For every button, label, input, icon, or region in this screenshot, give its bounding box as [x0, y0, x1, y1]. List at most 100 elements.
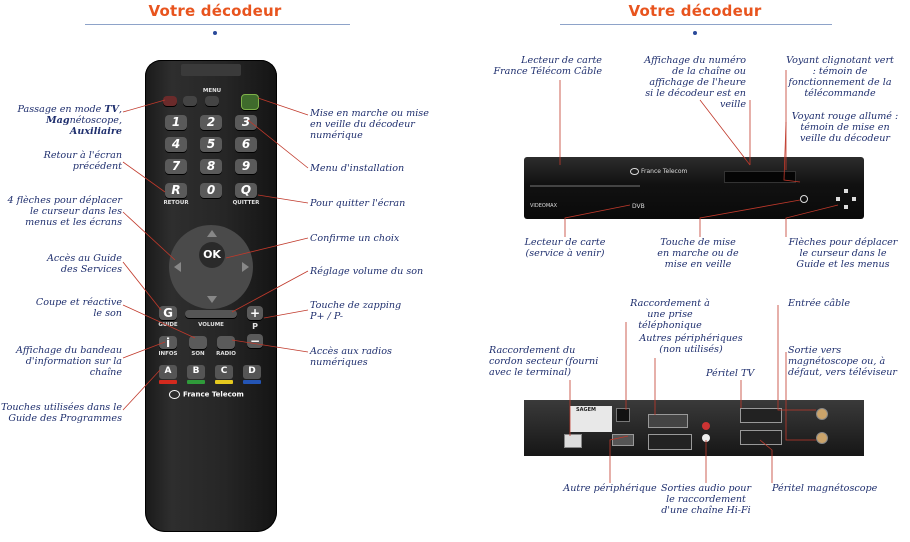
- coax-output: [816, 432, 828, 444]
- label-quitter-ecran: Pour quitter l'écran: [310, 198, 406, 209]
- p-plus-button: +: [247, 306, 263, 320]
- front-display: [724, 171, 796, 183]
- label-prise-telephonique: Raccordement à une prise téléphonique: [630, 298, 710, 331]
- color-bar-green: [187, 380, 205, 384]
- label-touche-veille: Touche de mise en marche ou de mise en v…: [657, 237, 739, 270]
- audio-out-jacks: [702, 422, 714, 446]
- label-passage-comma: ,: [118, 104, 122, 115]
- remote-brand: France Telecom: [169, 390, 244, 399]
- key-1: 1: [165, 115, 187, 130]
- coax-input: [816, 408, 828, 420]
- color-bar-yellow: [215, 380, 233, 384]
- remote-brand-text: France Telecom: [183, 390, 244, 399]
- label-voyant-vert: Voyant clignotant vert : témoin de fonct…: [786, 55, 894, 99]
- volume-key-label: VOLUME: [198, 322, 224, 328]
- label-passage-part1: Passage en mode: [17, 104, 105, 115]
- key-6: 6: [235, 137, 257, 152]
- radio-button: [217, 336, 235, 349]
- power-socket: [564, 434, 582, 448]
- label-zapping: Touche de zapping P+ / P-: [310, 300, 402, 322]
- label-confirme-choix: Confirme un choix: [310, 233, 400, 244]
- label-passage-tv: TV: [104, 104, 119, 115]
- label-sorties-audio: Sorties audio pour le raccordement d'une…: [660, 483, 752, 516]
- key-q: Q: [235, 183, 257, 198]
- nav-arrows-icon: [836, 189, 856, 209]
- mode-aux-button: [205, 96, 219, 106]
- front-brand: France Telecom: [630, 168, 687, 175]
- label-lecteur-carte-service: Lecteur de carte (service à venir): [524, 237, 606, 259]
- serial-connector: [612, 434, 634, 446]
- infos-key-label: INFOS: [158, 351, 178, 357]
- page-title-right: Votre décodeur: [628, 2, 762, 20]
- p-key-label: P: [252, 322, 258, 331]
- label-lecteur-carte-ft: Lecteur de carte France Télécom Câble: [493, 55, 602, 77]
- color-bar-blue: [243, 380, 261, 384]
- info-button: i: [159, 336, 177, 350]
- arrow-down-icon: [207, 296, 217, 303]
- remote-control: MENU 1 2 3 4 5 6 7 8 9 R 0 Q RETOUR QUIT…: [145, 60, 277, 532]
- arrow-right-icon: [242, 262, 249, 272]
- title-rule-right: [560, 24, 832, 25]
- color-key-c: C: [215, 365, 233, 379]
- decoder-back-view: SAGEM: [524, 400, 864, 456]
- color-key-d: D: [243, 365, 261, 379]
- label-mise-en-marche: Mise en marche ou mise en veille du déco…: [310, 108, 429, 141]
- label-coupe-son: Coupe et réactive le son: [35, 297, 122, 319]
- key-4: 4: [165, 137, 187, 152]
- key-9: 9: [235, 159, 257, 174]
- arrow-up-icon: [207, 230, 217, 237]
- label-affichage-numero: Affichage du numéro de la chaîne ou affi…: [644, 55, 746, 110]
- label-passage-mag: Mag: [46, 115, 70, 126]
- color-bar-red: [159, 380, 177, 384]
- key-2: 2: [200, 115, 222, 130]
- label-guide-services: Accès au Guide des Services: [46, 253, 122, 275]
- guide-key-label: GUIDE: [158, 322, 178, 328]
- key-7: 7: [165, 159, 187, 174]
- quitter-key-label: QUITTER: [232, 200, 260, 206]
- front-model: VIDEOMAX: [530, 203, 557, 209]
- aux-connector: [648, 414, 688, 428]
- label-acces-radios: Accès aux radios numériques: [310, 346, 392, 368]
- label-passage-aux: Auxiliaire: [69, 126, 122, 137]
- scart-vcr: [740, 430, 782, 445]
- power-button: [241, 94, 259, 110]
- label-passage-part2: nétoscope,: [69, 115, 122, 126]
- back-sticker: [570, 406, 612, 432]
- title-rule-left: [85, 24, 350, 25]
- color-key-b: B: [187, 365, 205, 379]
- radio-key-label: RADIO: [216, 351, 236, 357]
- label-retour: Retour à l'écran précédent: [43, 150, 122, 172]
- label-peritel-magnetoscope: Péritel magnétoscope: [772, 483, 878, 494]
- page-title-left: Votre décodeur: [148, 2, 282, 20]
- label-voyant-rouge: Voyant rouge allumé : témoin de mise en …: [791, 111, 899, 144]
- label-guide-programmes: Touches utilisées dans le Guide des Prog…: [0, 402, 122, 424]
- label-reglage-volume: Réglage volume du son: [310, 266, 424, 277]
- scart-tv: [740, 408, 782, 423]
- france-telecom-logo-icon: [169, 390, 180, 399]
- back-brand: SAGEM: [576, 407, 596, 413]
- label-autres-peripheriques: Autres périphériques (non utilisés): [639, 333, 743, 355]
- arrow-left-icon: [174, 262, 181, 272]
- p-minus-button: −: [247, 334, 263, 348]
- son-key-label: SON: [191, 351, 205, 357]
- label-fleches-guide: Flèches pour déplacer le curseur dans le…: [788, 237, 898, 270]
- label-bandeau-info: Affichage du bandeau d'information sur l…: [15, 345, 122, 378]
- menu-key-label: MENU: [202, 88, 222, 94]
- mute-button: [189, 336, 207, 349]
- decoder-front-view: France Telecom VIDEOMAX DVB: [524, 157, 864, 219]
- label-fleches-remote: 4 flèches pour déplacer le curseur dans …: [7, 195, 122, 228]
- volume-bar: [185, 310, 237, 318]
- remote-ir-window: [181, 64, 241, 76]
- mode-tv-button: [163, 96, 177, 106]
- guide-button: G: [159, 306, 177, 320]
- scart-aux: [648, 434, 692, 450]
- card-slot: [530, 185, 640, 187]
- key-3: 3: [235, 115, 257, 130]
- color-key-a: A: [159, 365, 177, 379]
- label-entree-cable: Entrée câble: [788, 298, 851, 309]
- label-autre-peripherique: Autre périphérique: [563, 483, 657, 494]
- front-logo-icon: [630, 168, 639, 175]
- key-0: 0: [200, 183, 222, 198]
- mode-vcr-button: [183, 96, 197, 106]
